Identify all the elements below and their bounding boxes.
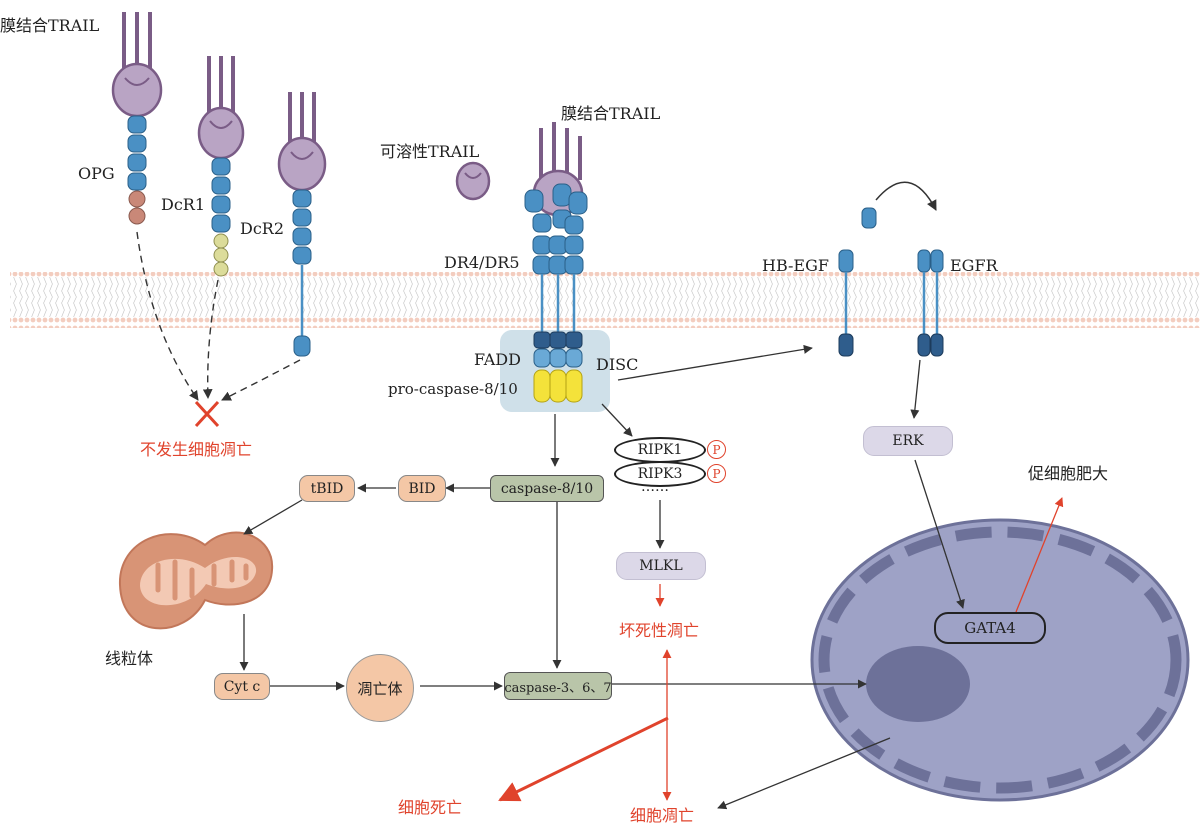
mitochondria-label: 线粒体 <box>105 649 154 668</box>
hypertrophy-label: 促细胞肥大 <box>1028 464 1109 483</box>
hb-egf-protein <box>838 207 877 357</box>
ripk3-oval: RIPK3 <box>614 461 706 487</box>
apoptosis-label: 细胞凋亡 <box>630 806 695 825</box>
black-pathway-arrows <box>239 344 965 810</box>
cardiomyocyte-cell <box>810 518 1190 802</box>
cell-membrane <box>10 272 1200 328</box>
ripk1-oval: RIPK1 <box>614 437 706 463</box>
dr4-dr5-label: DR4/DR5 <box>444 253 520 272</box>
fadd-label: FADD <box>474 350 521 369</box>
egfr-receptor <box>917 249 944 357</box>
ripk3-phospho-icon: P <box>707 464 726 483</box>
caspase-3-6-7-box: caspase-3、6、7 <box>504 672 612 700</box>
opg-receptor <box>111 12 163 225</box>
apoptotic-body-node: 凋亡体 <box>346 654 414 722</box>
dr4-dr5-receptor <box>524 122 588 403</box>
no-apoptosis-label: 不发生细胞凋亡 <box>140 440 253 459</box>
dcr2-receptor <box>277 92 327 357</box>
bid-box: BID <box>398 475 446 502</box>
disc-label: DISC <box>596 355 639 374</box>
opg-label: OPG <box>78 164 115 183</box>
nucleus <box>866 646 970 722</box>
soluble-trail-molecule <box>455 161 491 201</box>
erk-box: ERK <box>863 426 953 456</box>
egf-release-arrow <box>875 181 937 211</box>
caspase-8-10-box: caspase-8/10 <box>490 475 604 502</box>
tbid-box: tBID <box>299 475 355 502</box>
necroptosis-label: 坏死性凋亡 <box>619 621 700 640</box>
dcr1-receptor <box>197 56 245 277</box>
mlkl-box: MLKL <box>616 552 706 580</box>
mitochondrion <box>118 531 274 630</box>
egfr-label: EGFR <box>950 256 998 275</box>
hb-egf-label: HB-EGF <box>762 256 829 275</box>
membrane-trail-left-label: 膜结合TRAIL <box>0 16 100 35</box>
dcr2-label: DcR2 <box>240 219 285 238</box>
membrane-trail-center-label: 膜结合TRAIL <box>561 104 661 123</box>
pro-caspase-label: pro-caspase-8/10 <box>388 380 518 398</box>
dcr1-label: DcR1 <box>161 195 206 214</box>
decoy-dashed-arrows <box>136 231 301 401</box>
cell-death-label: 细胞死亡 <box>398 798 463 817</box>
cyt-c-box: Cyt c <box>214 673 270 700</box>
cross-icon <box>194 400 220 428</box>
ripk1-phospho-icon: P <box>707 440 726 459</box>
gata4-box: GATA4 <box>934 612 1046 644</box>
soluble-trail-label: 可溶性TRAIL <box>380 142 480 161</box>
red-pathway-arrows <box>498 497 1064 802</box>
